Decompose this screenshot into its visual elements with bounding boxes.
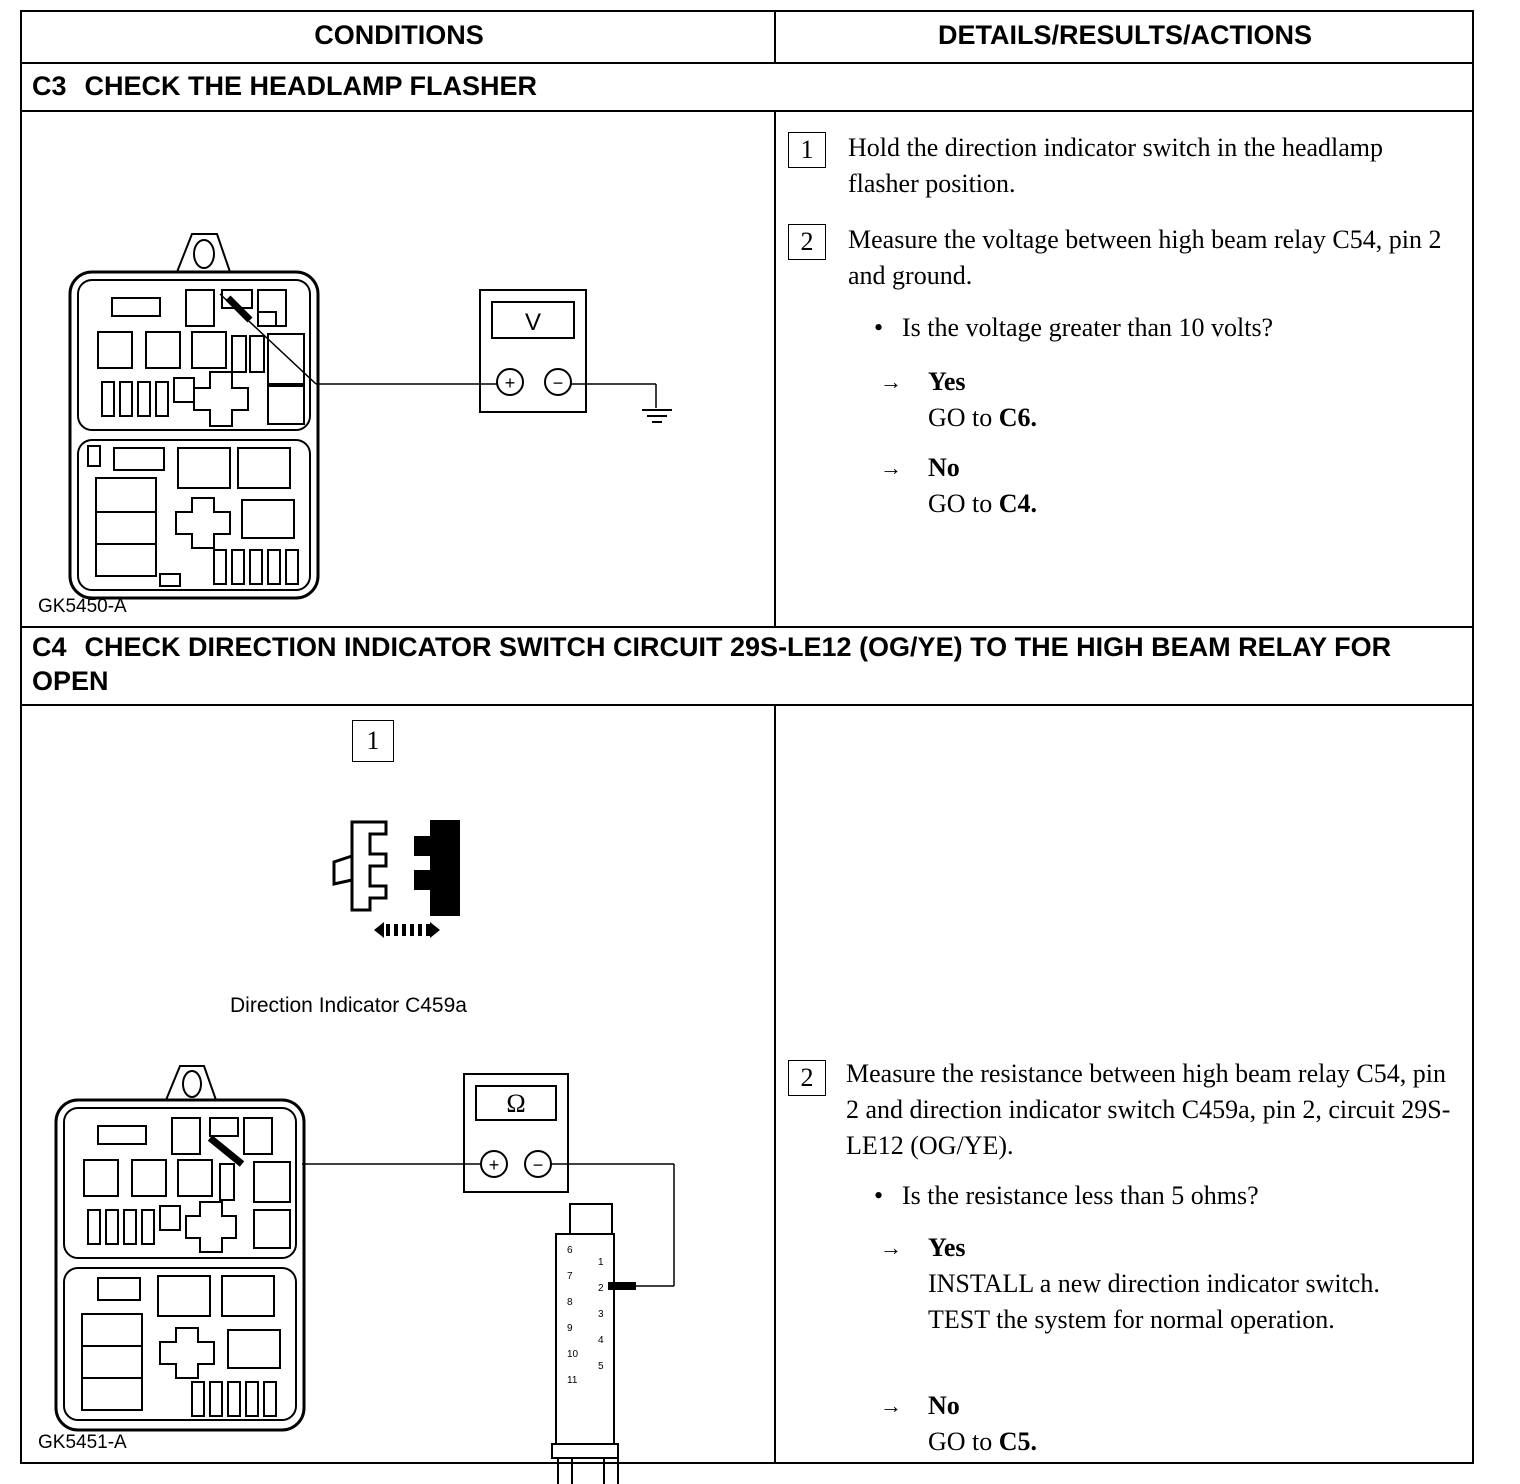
result-no: → No GO to C5. [880,1388,1038,1460]
column-divider [774,704,776,1464]
pin-label: 6 [567,1245,573,1256]
rule [22,704,1472,706]
meter-minus: − [553,373,564,393]
step-title-text: CHECK DIRECTION INDICATOR SWITCH CIRCUIT… [32,632,1392,696]
pin-label: 8 [567,1297,573,1308]
step-title-text: CHECK THE HEADLAMP FLASHER [84,71,538,101]
right-arrow-icon: → [880,455,902,480]
pin-label: 7 [567,1271,573,1282]
rule [22,110,1472,112]
meter-minus: − [533,1155,544,1175]
c4-connector-disconnect-diagram [332,820,460,938]
rule [22,62,1472,64]
pin-label: 9 [567,1323,573,1334]
step-code: C4 [32,632,67,662]
right-arrow-icon: → [880,1393,902,1418]
result-prefix: GO to [928,403,993,432]
answer-label: Yes [928,367,966,396]
pin-label: 4 [598,1335,604,1346]
result-no: → No GO to C4. [880,450,1038,522]
pin-label: 1 [598,1257,604,1268]
answer-label: Yes [928,1233,966,1262]
answer-label: No [928,1391,960,1420]
result-target: C5. [998,1427,1038,1456]
answer-label: No [928,453,960,482]
c3-fuse-box-diagram: V + − [68,233,672,600]
result-target: C4. [998,489,1038,518]
pin-label: 10 [567,1349,579,1360]
pin-label: 2 [598,1283,604,1294]
meter-symbol: Ω [506,1089,525,1118]
details-header: DETAILS/RESULTS/ACTIONS [937,20,1312,50]
result-target: C6. [998,403,1038,432]
action-number-box: 2 [788,224,826,260]
result-prefix: GO to [928,1427,993,1456]
ground-symbol-icon [642,409,672,423]
c4-resistance-test-diagram: Ω + − 6 7 8 9 10 11 1 2 3 4 5 [54,1065,675,1484]
result-text: INSTALL a new direction indicator switch… [928,1269,1380,1334]
figure-id: GK5450-A [38,596,127,617]
meter-plus: + [489,1155,500,1175]
meter-symbol: V [525,309,541,336]
action-number-box: 1 [788,132,826,168]
result-prefix: GO to [928,489,993,518]
figure-id: GK5451-A [38,1432,127,1453]
result-yes: → Yes GO to C6. [880,364,1038,436]
action-text: Measure the resistance between high beam… [846,1059,1451,1160]
question-bullet: Is the resistance less than 5 ohms? [874,1178,1442,1214]
meter-plus: + [505,373,516,393]
pin-label: 5 [598,1361,604,1372]
column-divider [774,110,776,626]
action-text: Hold the direction indicator switch in t… [848,133,1384,198]
right-arrow-icon: → [880,1235,902,1260]
action-number-box: 2 [788,1060,826,1096]
pin-label: 11 [567,1375,578,1386]
column-divider [774,12,776,62]
connector-label: Direction Indicator C459a [230,994,467,1017]
rule [22,626,1472,628]
conditions-header: CONDITIONS [314,20,484,50]
step-c3-title: C3 CHECK THE HEADLAMP FLASHER [32,69,537,103]
step-code: C3 [32,71,67,101]
right-arrow-icon: → [880,369,902,394]
result-yes: → Yes INSTALL a new direction indicator … [880,1230,1408,1338]
figure-step-box: 1 [352,720,394,762]
action-text: Measure the voltage between high beam re… [848,225,1442,290]
pin-label: 3 [598,1309,604,1320]
question-bullet: Is the voltage greater than 10 volts? [874,310,1442,346]
